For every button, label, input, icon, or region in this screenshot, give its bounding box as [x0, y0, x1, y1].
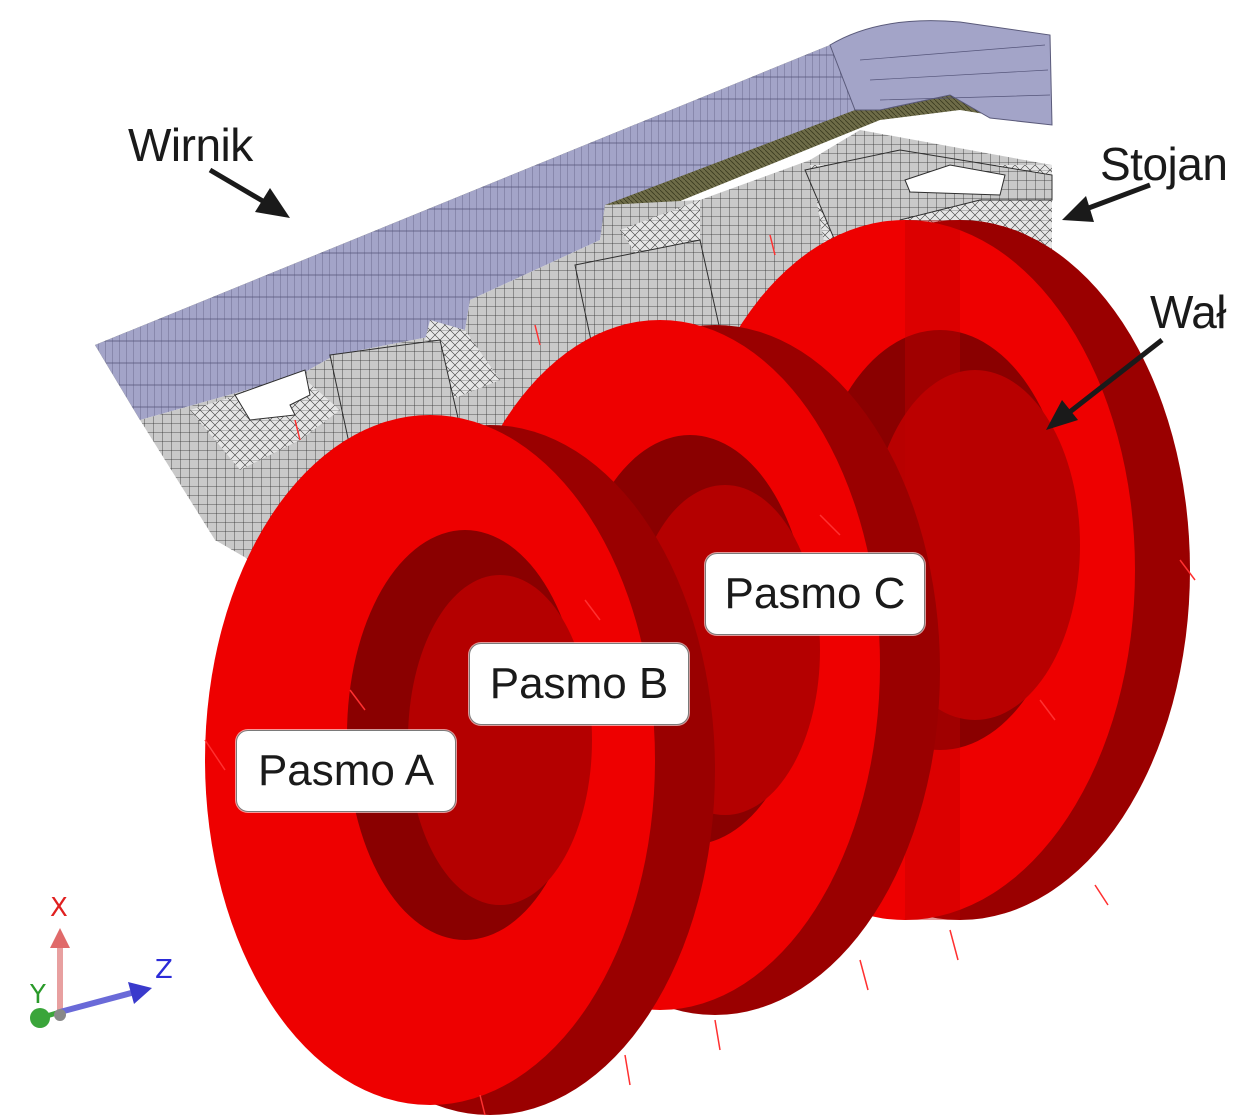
stator-label: Stojan	[1100, 138, 1228, 190]
coil-ticks	[204, 234, 1196, 1116]
axis-triad	[30, 928, 152, 1028]
rotor-mesh	[95, 20, 1053, 420]
rotor-label: Wirnik	[128, 119, 253, 171]
coil-phase-a	[205, 415, 715, 1115]
stator-arrow	[1062, 182, 1151, 222]
shaft-arrow	[1046, 338, 1164, 430]
shaft-label: Wał	[1150, 286, 1227, 338]
x-axis-arrow-icon	[50, 928, 70, 948]
z-axis-label: Z	[155, 955, 173, 985]
y-axis-label: Y	[30, 980, 46, 1010]
rotor-arrow	[208, 167, 290, 218]
x-axis-label: X	[50, 893, 68, 923]
phase-a-label: Pasmo A	[236, 730, 456, 812]
y-axis-ball-icon	[30, 1008, 50, 1028]
phase-b-label: Pasmo B	[469, 643, 689, 725]
z-axis-arrow-icon	[128, 982, 152, 1004]
phase-c-label: Pasmo C	[705, 553, 925, 635]
